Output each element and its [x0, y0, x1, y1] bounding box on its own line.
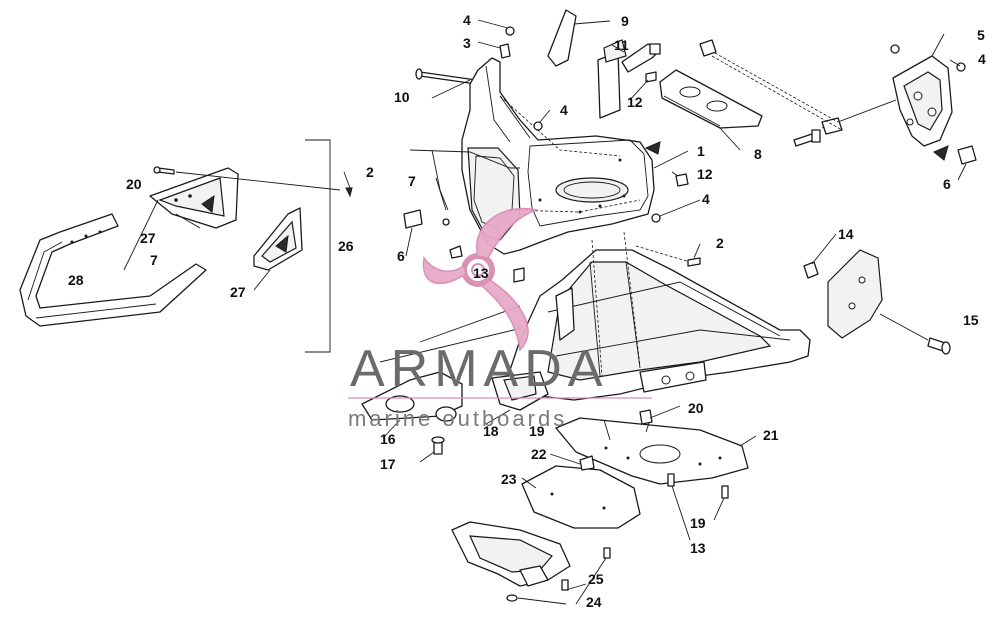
callout-12-top: 12 [627, 94, 643, 110]
callout-28: 28 [68, 272, 84, 288]
armada-logo-watermark [348, 207, 652, 399]
callout-22: 22 [531, 446, 547, 462]
callout-15: 15 [963, 312, 979, 328]
callout-4-latch: 4 [978, 51, 986, 67]
callout-16: 16 [380, 431, 396, 447]
upper-small-parts [415, 9, 661, 119]
watermark-subtitle: marine outboards [348, 406, 567, 431]
callout-14: 14 [838, 226, 854, 242]
callout-9: 9 [621, 13, 629, 29]
hood-frame-part-1 [409, 57, 661, 255]
callout-3: 3 [463, 35, 471, 51]
callout-6-left: 6 [397, 248, 405, 264]
callout-19-center: 19 [529, 423, 545, 439]
plate-part-8 [659, 69, 763, 129]
callout-21: 21 [763, 427, 779, 443]
front-chassis-frame [361, 231, 951, 455]
callout-2-center: 2 [716, 235, 724, 251]
front-bumper-assembly [19, 139, 353, 353]
callout-2-left: 2 [366, 164, 374, 180]
callout-8: 8 [754, 146, 762, 162]
callout-12-right: 12 [697, 166, 713, 182]
callout-25: 25 [588, 571, 604, 587]
callout-27-lower: 27 [230, 284, 246, 300]
callout-13-frame: 13 [473, 265, 489, 281]
callout-20-frame: 20 [688, 400, 704, 416]
callout-13-bottom: 13 [690, 540, 706, 556]
callout-20-bumper: 20 [126, 176, 142, 192]
callout-11: 11 [614, 37, 629, 53]
leader-lines [253, 19, 967, 605]
callout-17: 17 [380, 456, 396, 472]
skid-plates [451, 417, 749, 602]
callout-1: 1 [697, 143, 705, 159]
callout-5: 5 [977, 27, 985, 43]
callout-7-frame: 7 [408, 173, 416, 189]
callout-4-top: 4 [463, 12, 471, 28]
watermark-title: ARMADA [350, 340, 608, 398]
hood-latch-bracket [699, 39, 977, 165]
callout-4-right: 4 [702, 191, 710, 207]
callout-26: 26 [338, 238, 354, 254]
callout-23: 23 [501, 471, 517, 487]
callout-19-right: 19 [690, 515, 706, 531]
callout-18: 18 [483, 423, 499, 439]
callout-labels: 1 2 2 3 4 4 4 4 5 6 6 7 7 8 9 10 11 12 1… [68, 12, 986, 610]
callout-4-frame: 4 [560, 102, 568, 118]
callout-24: 24 [586, 594, 602, 610]
callout-6-right: 6 [943, 176, 951, 192]
fasteners [403, 121, 701, 425]
callout-27-upper: 27 [140, 230, 156, 246]
callout-7-bumper: 7 [150, 252, 158, 268]
callout-10: 10 [394, 89, 410, 105]
